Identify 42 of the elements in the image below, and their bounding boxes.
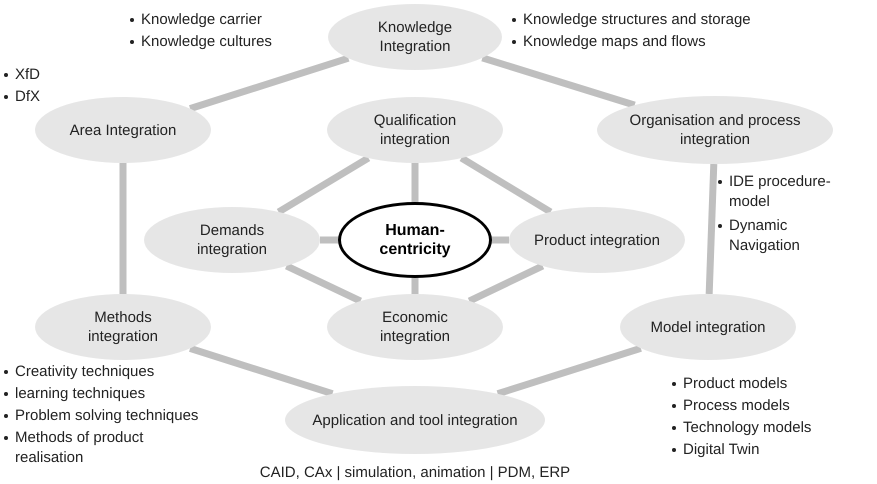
node-label: Product integration: [534, 230, 660, 250]
connector-line: [120, 163, 126, 294]
node-label: Methods integration: [86, 308, 160, 346]
node-label: Model integration: [650, 318, 766, 336]
bullet-text: Product models: [683, 374, 788, 394]
connector-line: [496, 344, 642, 398]
node-label: Economic integration: [378, 308, 452, 346]
connector-line: [285, 262, 362, 304]
node-label: Area Integration: [70, 120, 176, 140]
connector-line: [706, 164, 718, 294]
node-label: Organisation and process integration: [628, 111, 802, 149]
connector-line: [189, 54, 350, 112]
bullet-text: DfX: [15, 87, 40, 107]
bullet-text: Digital Twin: [683, 440, 760, 460]
bullet-text: Creativity techniques: [15, 362, 154, 382]
connector-line: [276, 155, 370, 215]
connector-line: [460, 155, 552, 215]
node-label: Knowledge Integration: [376, 18, 454, 56]
bullet-text: Knowledge cultures: [141, 32, 272, 52]
bullet-text: Process models: [683, 396, 790, 416]
node-label: Human-centricity: [378, 221, 452, 259]
node-label: Qualification integration: [372, 111, 458, 149]
connector-line: [412, 278, 418, 294]
bullet-text: Knowledge structures and storage: [523, 10, 751, 30]
connector-line: [412, 163, 418, 202]
connector-line: [468, 262, 544, 304]
tool-list-text: CAID, CAx | simulation, animation | PDM, ERP: [260, 463, 570, 483]
bullet-text: XfD: [15, 65, 40, 85]
bullet-text: Methods of product realisation: [15, 428, 144, 468]
bullet-text: Technology models: [683, 418, 812, 438]
node-label: Application and tool integration: [312, 410, 518, 430]
connector-line: [189, 345, 334, 398]
bullet-text: Knowledge carrier: [141, 10, 262, 30]
bullet-text: learning techniques: [15, 384, 146, 404]
bullet-text: Problem solving techniques: [15, 406, 198, 426]
connector-line: [481, 54, 636, 108]
node-label: Demands integration: [196, 221, 268, 259]
connector-line: [320, 236, 338, 244]
connector-line: [492, 236, 509, 244]
bullet-text: Dynamic Navigation: [729, 216, 801, 256]
bullet-text: Knowledge maps and flows: [523, 32, 706, 52]
bullet-text: IDE procedure-model: [729, 172, 832, 212]
